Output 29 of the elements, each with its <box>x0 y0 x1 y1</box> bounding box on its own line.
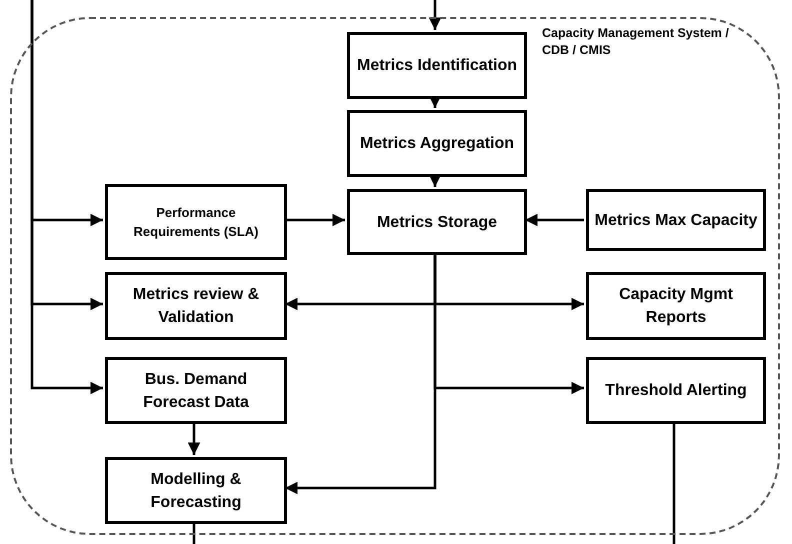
box-label: Threshold Alerting <box>605 381 747 401</box>
process-box <box>586 189 766 251</box>
system-boundary <box>10 17 780 535</box>
arrow <box>428 0 442 30</box>
boundary-label: Capacity Management System / CDB / CMIS <box>542 25 730 59</box>
box-label: Performance Requirements (SLA) <box>132 204 260 241</box>
process-box <box>347 110 527 177</box>
arrow <box>525 214 584 226</box>
box-label: Metrics Storage <box>376 212 498 232</box>
process-box <box>586 357 766 424</box>
arrow <box>428 174 442 187</box>
process-box <box>586 272 766 340</box>
arrow <box>285 214 345 226</box>
arrow <box>30 0 103 394</box>
arrow <box>188 422 200 455</box>
box-label: Metrics Aggregation <box>360 134 514 154</box>
box-label: Metrics Identification <box>356 56 518 76</box>
box-label: Metrics Max Capacity <box>594 210 758 230</box>
box-label: Bus. Demand Forecast Data <box>142 370 250 412</box>
process-box <box>105 272 287 340</box>
box-label: Capacity Mgmt Reports <box>618 285 734 328</box>
arrow <box>285 253 436 494</box>
box-label: Metrics review & Validation <box>132 285 260 328</box>
process-box <box>105 357 287 424</box>
process-box <box>105 457 287 524</box>
box-label: Modelling & Forecasting <box>150 470 242 512</box>
process-box <box>347 32 527 99</box>
process-box <box>347 189 527 255</box>
process-box <box>105 184 287 260</box>
